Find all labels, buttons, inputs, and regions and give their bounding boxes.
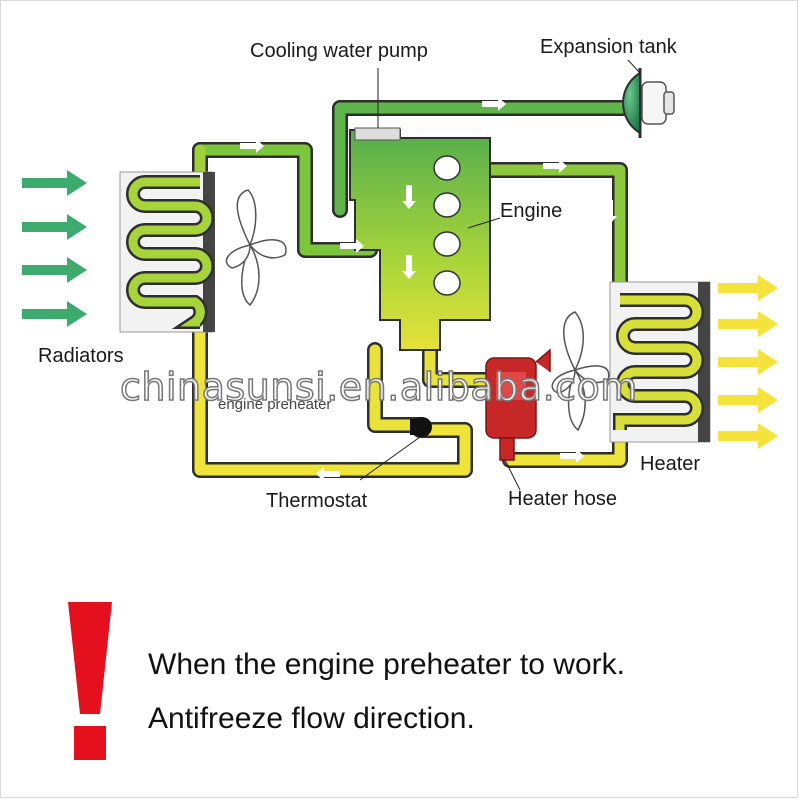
label-heater: Heater — [640, 453, 701, 475]
heater-fan-icon — [551, 311, 610, 432]
arrow-right-icon — [560, 449, 584, 463]
label-thermostat: Thermostat — [266, 490, 368, 512]
expansion-tank-icon — [622, 68, 675, 138]
engine-block — [349, 127, 491, 351]
radiator — [119, 171, 215, 333]
arrow-down-icon — [402, 255, 416, 279]
arrow-right-icon — [543, 159, 567, 173]
exclamation-icon — [68, 602, 112, 760]
caption-line-2: Antifreeze flow direction. — [148, 702, 475, 735]
caption-line-1: When the engine preheater to work. — [148, 648, 625, 681]
engine-preheater-icon — [485, 348, 551, 461]
flow-arrows — [240, 97, 617, 481]
inflow-arrows — [22, 170, 87, 327]
label-engine: Engine — [500, 200, 563, 222]
label-engine-preheater: engine preheater — [218, 396, 332, 413]
thermostat-icon — [410, 417, 432, 437]
arrow-right-icon — [482, 97, 506, 111]
outflow-arrows — [718, 275, 778, 449]
label-heater-hose: Heater hose — [508, 488, 617, 510]
watermark: chinasunsi.en.alibaba.com — [119, 364, 638, 410]
arrow-right-icon — [340, 239, 364, 253]
arrow-right-icon — [240, 139, 264, 153]
label-cooling-water-pump: Cooling water pump — [250, 40, 428, 62]
arrow-down-icon — [402, 185, 416, 209]
label-expansion-tank: Expansion tank — [540, 36, 677, 58]
pipes — [192, 100, 648, 478]
arrow-left-icon — [316, 467, 340, 481]
label-radiators: Radiators — [38, 345, 124, 367]
radiator-fan-icon — [225, 189, 287, 307]
heater-core — [609, 281, 711, 443]
leader-lines — [359, 59, 641, 491]
arrow-down-icon — [603, 200, 617, 224]
